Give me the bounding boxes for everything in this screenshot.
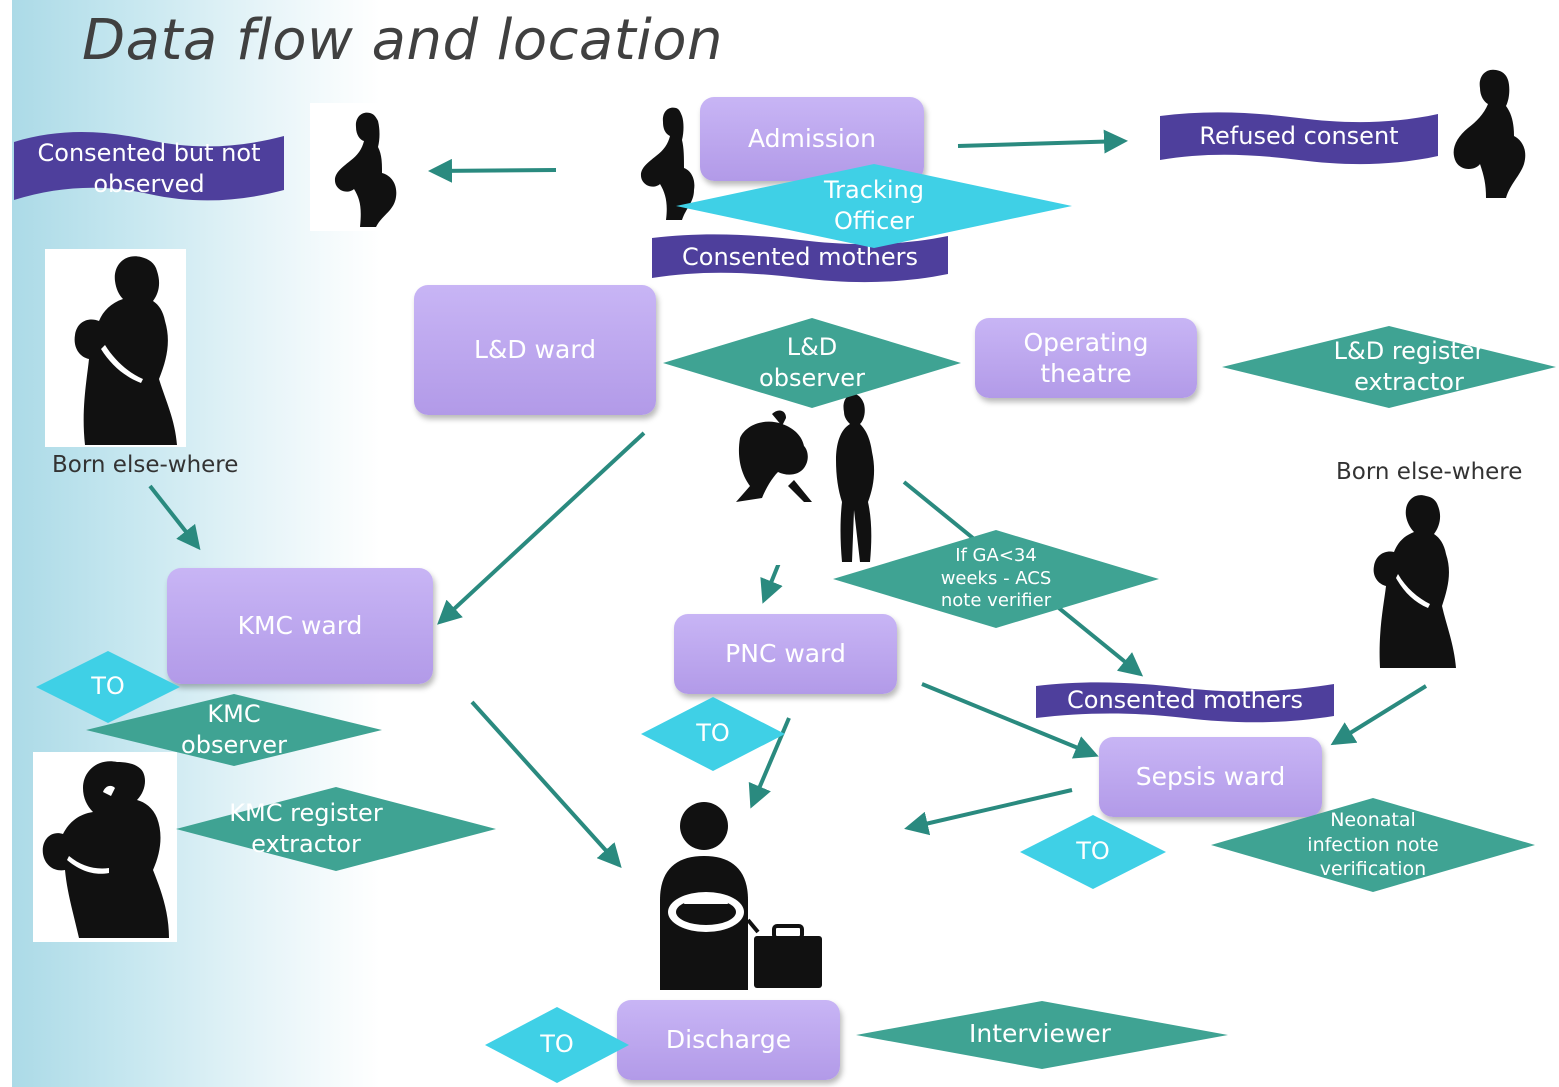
arrow-admission-to-refused [957, 129, 1128, 154]
acs-note-verifier-diamond [833, 530, 1159, 628]
to-diamond [641, 697, 785, 771]
pregnant-woman-silhouette-icon [1440, 66, 1540, 200]
slide-left-edge [0, 0, 12, 1087]
parent-lifting-baby-silhouette-icon [726, 390, 886, 565]
arrow-admission-to-not-observed [428, 158, 557, 183]
mother-with-baby-and-bag-icon [646, 800, 828, 992]
discharge-box: Discharge [617, 1000, 840, 1080]
consented-mothers-label: Consented mothers [682, 243, 918, 272]
ld-register-extractor-diamond [1222, 326, 1556, 408]
arrow-born-elsewhere-to-kmc [148, 484, 201, 551]
kmc-register-extractor-diamond [176, 787, 496, 871]
consented-mothers-banner [1036, 682, 1334, 723]
to-diamond [1020, 815, 1166, 889]
arrow-kmc-to-discharge [470, 700, 622, 868]
pregnant-woman-silhouette-icon [310, 103, 420, 231]
ld-ward-box: L&D ward [414, 285, 656, 415]
neonatal-infection-diamond [1211, 798, 1535, 892]
born-elsewhere-label: Born else-where [52, 452, 239, 478]
ld-observer-diamond [663, 318, 961, 408]
mother-holding-baby-silhouette-icon [45, 249, 186, 447]
slide-title: Data flow and location [82, 8, 723, 73]
arrow-pnc-to-discharge [748, 717, 791, 809]
tracking-officer-diamond [676, 164, 1072, 248]
sepsis-ward-box: Sepsis ward [1099, 737, 1322, 817]
refused-consent-label: Refused consent [1199, 122, 1399, 151]
kmc-observer-diamond [86, 694, 382, 766]
refused-consent-banner [1160, 112, 1438, 165]
arrow-pnc-to-sepsis [921, 682, 1099, 759]
pnc-ward-box: PNC ward [674, 614, 897, 694]
kmc-ward-box: KMC ward [167, 568, 433, 684]
interviewer-diamond [856, 1001, 1228, 1069]
arrow-sepsis-to-discharge [904, 788, 1073, 836]
pregnant-woman-silhouette-icon [632, 104, 702, 222]
consented-not-observed-label: Consented but not observed [37, 138, 261, 198]
mother-holding-baby-silhouette-icon [33, 752, 177, 942]
to-diamond [36, 651, 180, 723]
born-elsewhere-label: Born else-where [1336, 459, 1523, 485]
mother-holding-baby-silhouette-icon [1352, 490, 1462, 670]
to-diamond [485, 1007, 629, 1083]
arrow-ld-to-kmc [437, 431, 646, 625]
operating-theatre-box: Operating theatre [975, 318, 1197, 398]
consented-mothers-label: Consented mothers [1067, 686, 1303, 715]
consented-not-observed-banner [14, 132, 284, 201]
arrow-born-elsewhere-to-sepsis [1330, 684, 1428, 746]
